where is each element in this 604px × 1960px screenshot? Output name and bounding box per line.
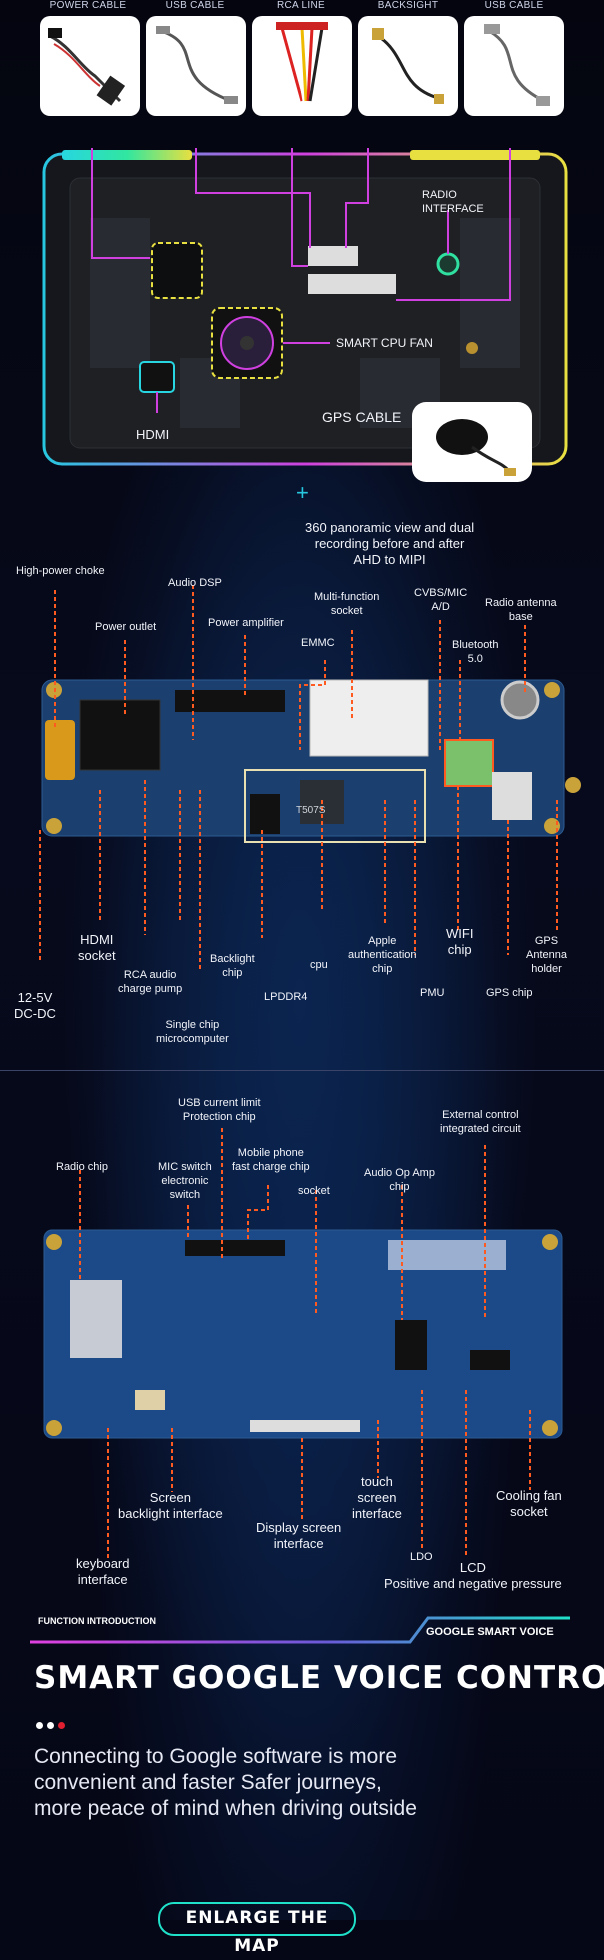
usb-cable-image [146, 16, 246, 116]
mobile-fast-charge-label: Mobile phone fast charge chip [232, 1147, 310, 1173]
emmc-label: EMMC [301, 637, 335, 649]
cvbs-mic-label: CVBS/MIC A/D [414, 587, 468, 613]
usb-cable-2-image [464, 16, 564, 116]
cpu-label: cpu [310, 959, 328, 971]
touch-screen-label: touch screen interface [352, 1474, 402, 1521]
google-smart-voice-tag: GOOGLE SMART VOICE [426, 1626, 554, 1638]
cable-label-backsight: BACKSIGHT [377, 0, 439, 11]
radio-antenna-base-label: Radio antenna base [485, 597, 557, 623]
back-panel: RADIO INTERFACE SMART CPU FAN HDMI GPS C… [40, 148, 570, 482]
section-divider [0, 1070, 604, 1071]
backlight-chip-label: Backlight chip [210, 953, 255, 979]
backsight-cable-image [358, 16, 458, 116]
high-power-choke-label: High-power choke [16, 565, 105, 577]
lpddr4-label: LPDDR4 [264, 991, 308, 1003]
audio-dsp-label: Audio DSP [168, 577, 222, 589]
hdmi-socket-label: HDMI socket [78, 932, 116, 963]
audio-op-amp-label: Audio Op Amp chip [364, 1167, 435, 1193]
power-cable-image [40, 16, 140, 116]
power-outlet-label: Power outlet [95, 621, 157, 633]
enlarge-map-button[interactable]: ENLARGE THE MAP [158, 1902, 356, 1956]
cable-label-usb-1: USB CABLE [165, 0, 225, 11]
socket-label: socket [298, 1185, 330, 1197]
power-amplifier-label: Power amplifier [208, 617, 284, 629]
plus-icon: + [296, 480, 309, 505]
screen-backlight-label: Screen backlight interface [118, 1490, 223, 1521]
radio-interface-label: RADIO INTERFACE [422, 189, 484, 215]
cpu-chip-marking: T507S [296, 805, 326, 816]
screenboard-diagram [43, 1128, 563, 1560]
description-paragraph: Connecting to Google software is more co… [34, 1745, 417, 1820]
intro-divider-line [30, 1616, 570, 1644]
gps-cable-image [412, 402, 532, 482]
page-title: SMART GOOGLE VOICE CONTROL [34, 1660, 604, 1696]
function-introduction-tag: FUNCTION INTRODUCTION [38, 1616, 156, 1626]
panoramic-label: 360 panoramic view and dual recording be… [305, 520, 475, 567]
smart-cpu-fan-label: SMART CPU FAN [336, 336, 433, 350]
apple-authentication-chip-label: Apple authentication chip [348, 935, 417, 975]
hdmi-label: HDMI [136, 427, 170, 442]
keyboard-interface-label: keyboard interface [76, 1556, 130, 1587]
external-control-label: External control integrated circuit [440, 1109, 521, 1135]
display-screen-label: Display screen interface [256, 1520, 342, 1551]
cable-label-power: POWER CABLE [49, 0, 127, 11]
gps-antenna-holder-label: GPS Antenna holder [526, 935, 567, 975]
rca-audio-charge-pump-label: RCA audio charge pump [118, 969, 183, 995]
cable-label-usb-2: USB CABLE [484, 0, 544, 11]
cable-label-rca: RCA LINE [277, 0, 325, 11]
mic-switch-label: MIC switch electronic switch [158, 1161, 212, 1201]
radio-chip-label: Radio chip [56, 1161, 108, 1173]
rca-line-image [252, 16, 352, 116]
cooling-fan-socket-label: Cooling fan socket [496, 1488, 562, 1519]
single-chip-microcomputer-label: Single chip microcomputer [156, 1019, 229, 1045]
gps-cable-label: GPS CABLE [322, 409, 402, 425]
dc-dc-label: 12-5V DC-DC [14, 990, 56, 1021]
lcd-label: LCD Positive and negative pressure [384, 1560, 562, 1591]
ldo-label: LDO [410, 1551, 433, 1563]
usb-current-limit-label: USB current limit Protection chip [178, 1097, 261, 1123]
wifi-chip-label: WIFI chip [446, 926, 474, 957]
dots-decoration [36, 1716, 65, 1734]
multi-function-socket-label: Multi-function socket [314, 591, 380, 617]
bluetooth-label: Bluetooth 5.0 [452, 639, 499, 665]
mainboard-diagram [39, 585, 581, 970]
gps-chip-label: GPS chip [486, 987, 533, 999]
pmu-label: PMU [420, 987, 445, 999]
